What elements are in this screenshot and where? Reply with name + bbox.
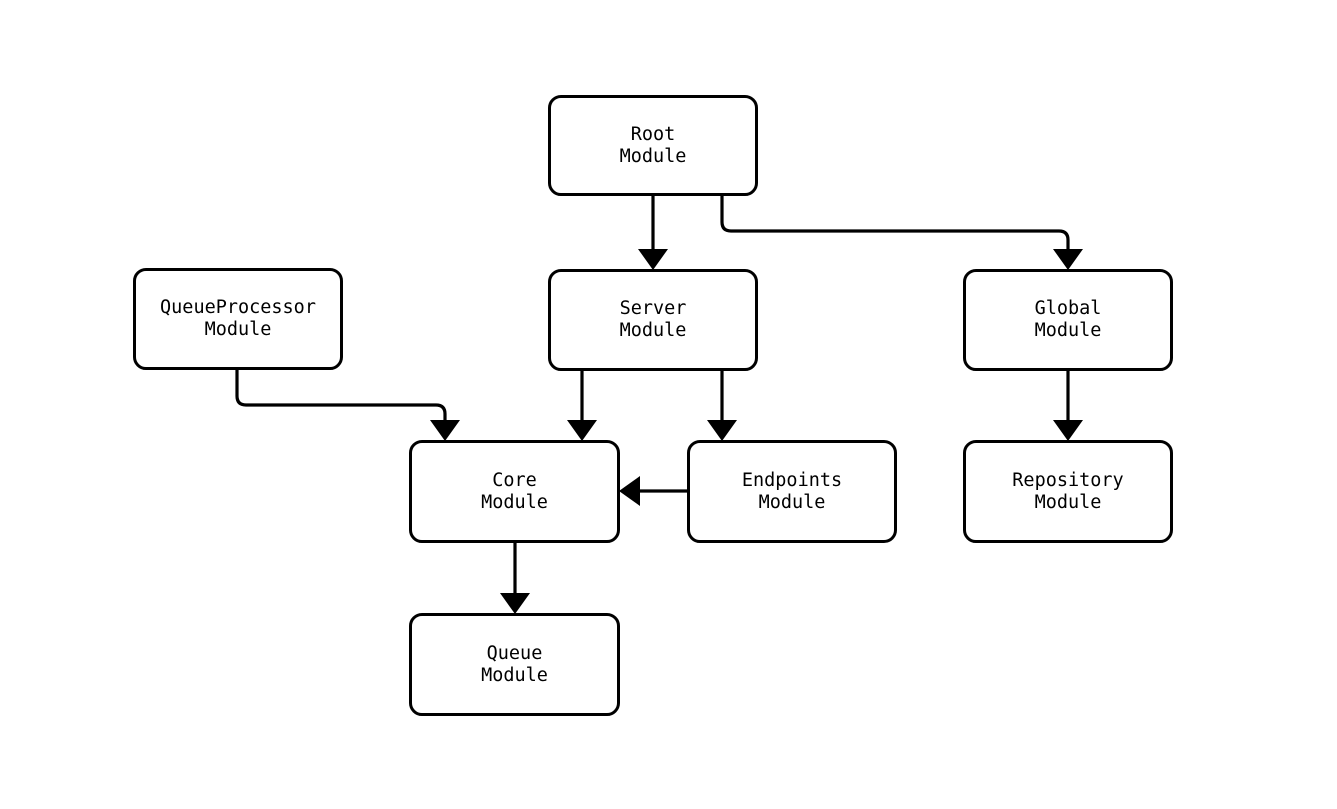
node-queue-module[interactable]: Queue Module bbox=[409, 613, 620, 716]
node-queueprocessor-module-label-line1: QueueProcessor bbox=[160, 297, 316, 318]
node-endpoints-module-label-line2: Module bbox=[758, 491, 826, 513]
arrowhead-root-to-server bbox=[638, 249, 668, 270]
node-server-module-label-line2: Module bbox=[619, 320, 687, 341]
node-repository-module[interactable]: Repository Module bbox=[963, 440, 1173, 543]
edge-queueprocessor-to-core bbox=[235, 370, 447, 427]
node-root-module-label-line2: Module bbox=[619, 145, 687, 167]
arrowhead-server-to-endpoints bbox=[707, 420, 737, 441]
node-server-module[interactable]: Server Module bbox=[548, 269, 758, 371]
node-root-module-label-line1: Root bbox=[630, 123, 676, 145]
node-core-module-label-line2: Module bbox=[481, 491, 548, 513]
node-global-module[interactable]: Global Module bbox=[963, 269, 1173, 371]
arrowhead-global-to-repository bbox=[1053, 420, 1083, 441]
node-queue-module-label-line1: Queue bbox=[486, 642, 543, 664]
arrowhead-root-to-global bbox=[1053, 249, 1083, 270]
node-queueprocessor-module-label-line2: Module bbox=[204, 319, 272, 340]
node-global-module-label-line1: Global bbox=[1034, 298, 1102, 319]
node-repository-module-label-line2: Module bbox=[1034, 491, 1102, 513]
node-repository-module-label-line1: Repository bbox=[1012, 469, 1124, 491]
arrowhead-queueprocessor-to-core bbox=[430, 420, 460, 441]
node-queue-module-label-line2: Module bbox=[481, 664, 548, 686]
node-core-module[interactable]: Core Module bbox=[409, 440, 620, 543]
node-queueprocessor-module[interactable]: QueueProcessor Module bbox=[133, 268, 343, 370]
node-root-module[interactable]: Root Module bbox=[548, 95, 758, 196]
edge-root-to-global bbox=[720, 196, 1070, 256]
node-core-module-label-line1: Core bbox=[492, 469, 537, 491]
node-global-module-label-line2: Module bbox=[1034, 320, 1102, 341]
arrowhead-core-to-queue bbox=[500, 593, 530, 614]
arrowhead-endpoints-to-core bbox=[619, 476, 640, 506]
node-endpoints-module-label-line1: Endpoints bbox=[741, 469, 843, 491]
node-server-module-label-line1: Server bbox=[619, 298, 687, 319]
arrowhead-server-to-core bbox=[567, 420, 597, 441]
node-endpoints-module[interactable]: Endpoints Module bbox=[687, 440, 897, 543]
